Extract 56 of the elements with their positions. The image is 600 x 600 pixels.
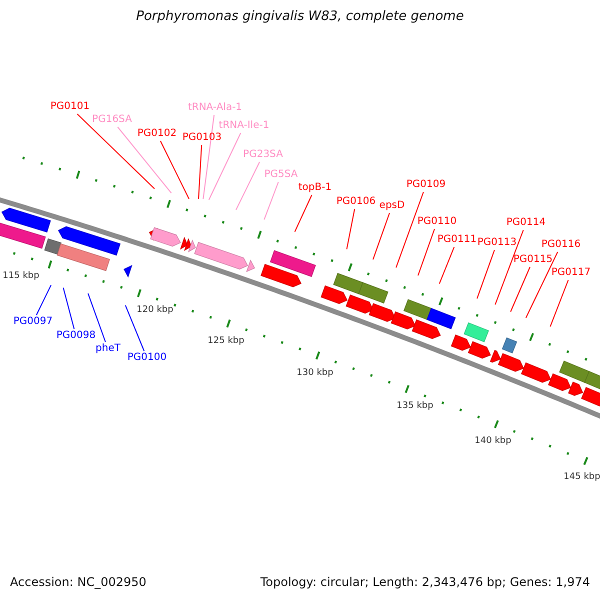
- gene-label: PG0097: [13, 316, 53, 328]
- leader-line: [494, 230, 524, 306]
- leader-line: [264, 182, 279, 220]
- gene-label: PG0101: [50, 101, 90, 113]
- leader-line: [418, 228, 436, 276]
- leader-line: [550, 280, 569, 328]
- leader-line: [396, 192, 424, 268]
- gene-label: PG0109: [406, 179, 446, 191]
- leader-line: [124, 304, 145, 352]
- leader-line: [235, 162, 260, 210]
- leader-line: [117, 126, 172, 194]
- gene-label: tRNA-Ile-1: [218, 120, 270, 132]
- gene-label: PG0098: [56, 330, 96, 342]
- scale-label: 140 kbp: [474, 436, 512, 447]
- footer-note: Topology: circular; Length: 2,343,476 bp; Genes: 1,974: [260, 575, 590, 589]
- leader-line: [208, 132, 242, 200]
- gene-label: tRNA-Ala-1: [188, 102, 242, 114]
- gene-label: PG0116: [541, 239, 581, 251]
- scale-label: 115 kbp: [2, 271, 40, 282]
- map-title: Porphyromonas gingivalis W83, complete genome: [135, 9, 465, 24]
- gene-label: PG0111: [437, 234, 477, 246]
- gene-label: PG0106: [336, 196, 376, 208]
- gene-label: PG16SA: [92, 114, 132, 126]
- leader-line: [202, 114, 215, 200]
- leader-line: [510, 266, 530, 312]
- leader-line: [372, 212, 390, 260]
- gene-label: PG0114: [506, 217, 546, 229]
- leader-line: [88, 292, 106, 342]
- leader-line: [160, 140, 190, 200]
- leader-line: [525, 252, 558, 318]
- gene-label: PG0100: [127, 352, 167, 364]
- leader-line: [438, 246, 455, 284]
- gene-label: pheT: [96, 343, 120, 355]
- leader-line: [198, 144, 202, 200]
- scale-label: 120 kbp: [136, 305, 174, 316]
- gene-label: PG0113: [477, 237, 517, 249]
- leader-line: [294, 194, 312, 232]
- scale-label: 125 kbp: [208, 336, 244, 347]
- footer-note: Accession: NC_002950: [10, 575, 146, 589]
- gene-label: PG0102: [137, 128, 177, 140]
- gene-label: PG23SA: [243, 149, 283, 161]
- scale-label: 135 kbp: [396, 401, 434, 412]
- gene-label: epsD: [379, 200, 405, 212]
- leader-line: [62, 287, 75, 330]
- gene-label: PG0103: [182, 132, 222, 144]
- leader-line: [346, 208, 356, 250]
- gene-label: PG0110: [417, 216, 457, 228]
- scale-label: 145 kbp: [564, 472, 600, 483]
- leader-line: [476, 250, 495, 300]
- leader-line: [36, 284, 52, 316]
- scale-label: 130 kbp: [296, 368, 334, 379]
- gene-label: PG0115: [513, 254, 553, 266]
- gene-label: PG5SA: [264, 169, 298, 181]
- leader-line: [76, 114, 156, 190]
- gene-label: topB-1: [298, 182, 332, 194]
- gene-label: PG0117: [551, 267, 591, 279]
